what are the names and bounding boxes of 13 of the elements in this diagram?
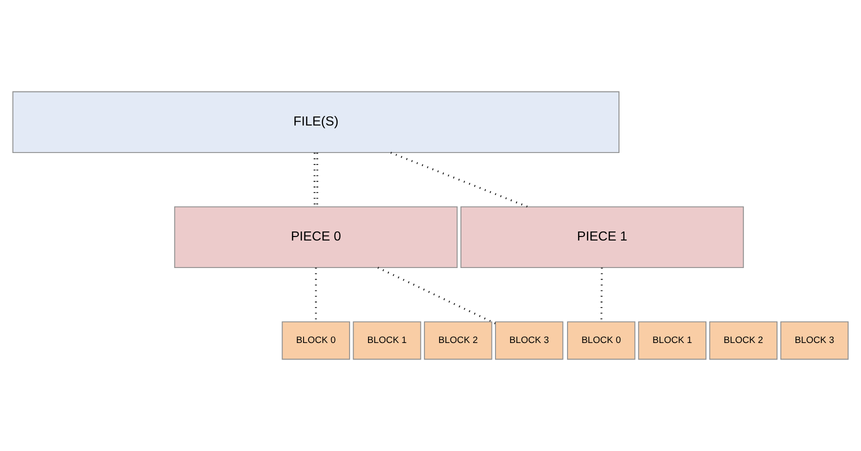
node-box: BLOCK 1 (638, 321, 706, 360)
connector (377, 266, 496, 324)
node-box: BLOCK 1 (352, 321, 422, 360)
connector (390, 152, 528, 208)
node-box: BLOCK 2 (424, 321, 492, 360)
node-box: FILE(S) (12, 91, 620, 153)
node-box: BLOCK 3 (495, 321, 564, 360)
node-box: PIECE 0 (174, 206, 458, 268)
node-box: PIECE 1 (460, 206, 744, 268)
node-box: BLOCK 0 (567, 321, 636, 360)
node-box: BLOCK 2 (709, 321, 778, 360)
node-box: BLOCK 3 (780, 321, 849, 360)
node-box: BLOCK 0 (282, 321, 350, 360)
